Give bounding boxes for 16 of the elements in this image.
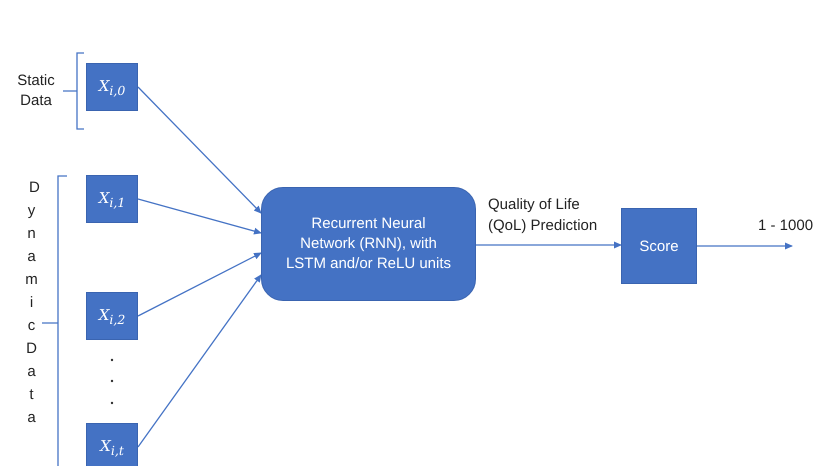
edge-label: Quality of Life (QoL) Prediction bbox=[488, 195, 598, 236]
dynamic-data-label: Dynamic Data bbox=[25, 178, 42, 428]
arrow bbox=[476, 242, 622, 248]
input-box: X$_{i,1}$ bbox=[86, 175, 138, 223]
arrow bbox=[138, 198, 262, 234]
input-box: X$_{i,2}$ bbox=[86, 292, 138, 340]
input-box: X$_{i,0}$ bbox=[86, 63, 138, 111]
arrow bbox=[137, 274, 262, 448]
edge-label: 1 - 1000 bbox=[758, 216, 814, 236]
output-box: Score bbox=[621, 208, 697, 284]
static-data-label: Static Data bbox=[16, 71, 56, 111]
arrow bbox=[138, 252, 262, 317]
arrow bbox=[697, 242, 793, 250]
input-box: X$_{i,t}$ bbox=[86, 423, 138, 466]
arrow bbox=[138, 86, 262, 214]
process-box: Recurrent Neural Network (RNN), with LSTM and/or ReLU units bbox=[261, 187, 476, 301]
